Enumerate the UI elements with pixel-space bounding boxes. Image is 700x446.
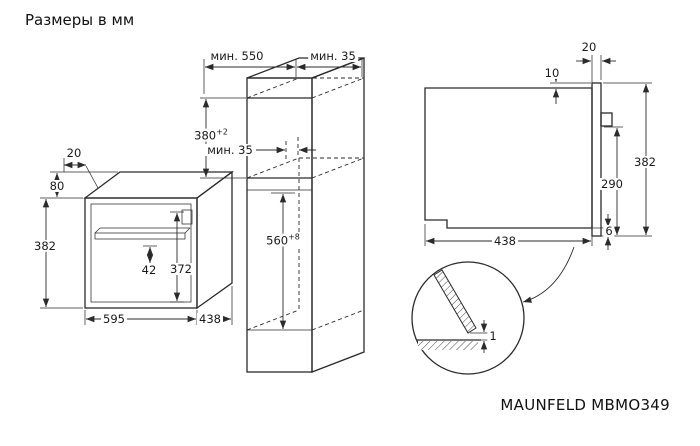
niche-height-value: 380 (194, 128, 217, 143)
dim-vent-gap-min: мин. 35 (205, 142, 255, 157)
dim-side-height: 382 (632, 154, 658, 169)
dim-side-top-gap: 10 (542, 65, 562, 80)
oven-front-face (84, 197, 198, 309)
dim-niche-height: 380+2 (192, 127, 230, 143)
dim-oven-height: 382 (32, 238, 58, 253)
model-name: MAUNFELD MBMO349 (500, 396, 670, 414)
oven-handle (94, 232, 186, 240)
dim-oven-handle-gap: 42 (139, 262, 159, 277)
dim-side-bottom-gap: 6 (603, 223, 615, 238)
dim-cabinet-depth-min: мин. 550 (208, 48, 266, 63)
detail-callout-arrow (522, 246, 575, 303)
cabinet-side-face (311, 57, 365, 373)
niche-width-tolerance: +8 (288, 232, 300, 242)
niche-height-tolerance: +2 (216, 127, 228, 137)
oven-body-section (424, 87, 593, 229)
dim-side-front-offset: 20 (579, 39, 599, 54)
door-edge-section (433, 269, 477, 334)
dim-oven-width: 595 (101, 311, 127, 326)
dim-side-depth: 438 (492, 233, 518, 248)
dim-oven-depth: 438 (197, 311, 223, 326)
niche-width-value: 560 (266, 233, 289, 248)
detail-view (411, 246, 575, 375)
oven-side-face (196, 170, 233, 310)
oven-top-face (83, 171, 234, 199)
shelf-hatch (418, 341, 478, 350)
oven-latch (181, 209, 193, 225)
dim-side-door-span: 290 (599, 176, 625, 191)
oven-door (90, 203, 192, 303)
cabinet-column-view (200, 57, 365, 373)
page-title: Размеры в мм (25, 11, 135, 29)
oven-front-view (40, 158, 234, 325)
dim-niche-width: 560+8 (264, 232, 302, 248)
dim-detail-clearance: 1 (487, 328, 499, 343)
dim-oven-door-height: 372 (168, 261, 194, 276)
dim-oven-panel-height: 80 (47, 178, 67, 193)
cabinet-front-face (246, 77, 313, 373)
dim-cabinet-back-gap: мин. 35 (308, 48, 358, 63)
oven-side-view (424, 55, 652, 250)
dim-oven-top-offset: 20 (64, 145, 84, 160)
detail-circle (411, 261, 525, 375)
handle-section (600, 112, 613, 127)
door-section (591, 82, 602, 237)
